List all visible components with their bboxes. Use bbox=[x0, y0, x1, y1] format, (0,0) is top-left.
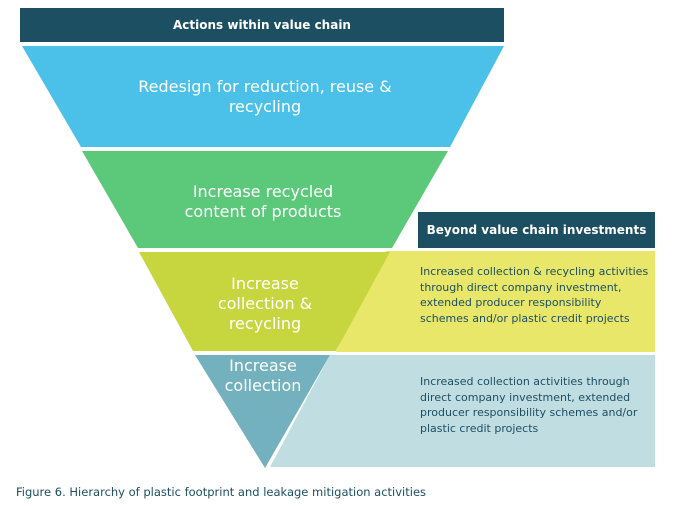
tier-label-redesign: Redesign for reduction, reuse & recyclin… bbox=[138, 77, 392, 116]
tier-label-recycled-content: Increase recycled content of products bbox=[184, 182, 342, 221]
side-box-collection bbox=[270, 355, 655, 467]
side-text-collection-recycling: Increased collection & recycling activit… bbox=[420, 265, 649, 325]
figure-caption: Figure 6. Hierarchy of plastic footprint… bbox=[16, 485, 427, 499]
tier-label-collection-recycling: Increase collection & recycling bbox=[217, 274, 313, 333]
side-box-collection-recycling bbox=[336, 251, 655, 352]
header-actions-within-value-chain: Actions within value chain bbox=[20, 8, 504, 42]
header-beyond-value-chain: Beyond value chain investments bbox=[418, 212, 655, 248]
tier-collection-recycling bbox=[139, 252, 390, 351]
tier-recycled-content bbox=[82, 151, 448, 248]
tier-label-collection: Increase collection bbox=[224, 356, 302, 395]
side-text-collection: Increased collection activities through … bbox=[420, 375, 638, 435]
tier-redesign bbox=[22, 46, 504, 147]
tier-collection bbox=[195, 355, 330, 468]
